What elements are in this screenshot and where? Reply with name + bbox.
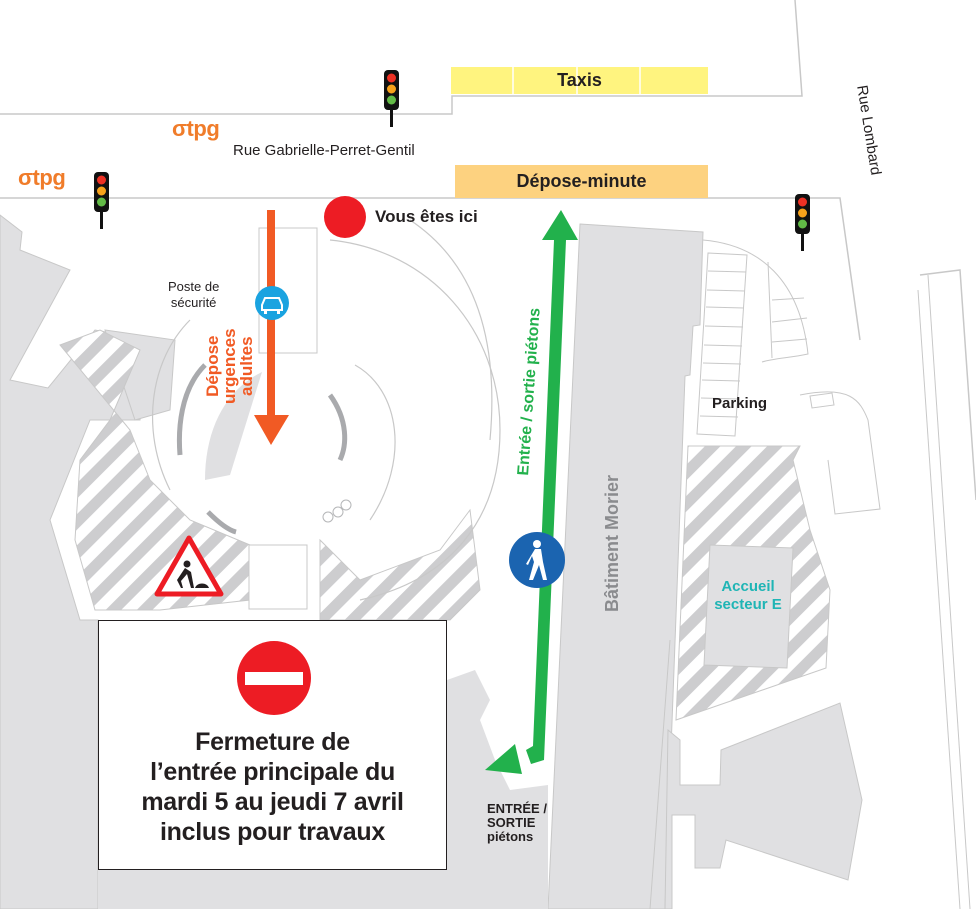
pedestrian-route-arrow	[485, 210, 578, 774]
reception-label: Accueil secteur E	[706, 578, 790, 614]
traffic-light-icon	[795, 194, 810, 251]
parking-spaces	[696, 239, 881, 515]
roadworks-warning-icon	[154, 535, 224, 597]
entrance-line1: ENTRÉE /	[487, 801, 547, 816]
batiment-morier	[547, 223, 704, 909]
closure-notice: Fermeture de l’entrée principale du mard…	[98, 620, 447, 870]
lower-right-building	[664, 702, 863, 909]
roundabout-island	[205, 372, 262, 480]
emergency-line2: urgences	[220, 328, 239, 404]
reception-line2: secteur E	[714, 596, 782, 613]
hatched-area-lower	[319, 508, 481, 621]
emergency-line1: Dépose	[203, 335, 222, 397]
traffic-light-icon	[94, 172, 109, 229]
emergency-line3: adultes	[237, 336, 256, 396]
pedestrian-entrance-label: ENTRÉE / SORTIE piétons	[487, 802, 547, 844]
tpg-stop-lower: σtpg	[18, 165, 66, 190]
security-post-label: Poste de sécurité	[168, 279, 219, 311]
no-entry-icon	[237, 641, 311, 715]
depose-minute-zone	[455, 165, 708, 198]
taxis-label: Taxis	[557, 70, 602, 90]
parking-label: Parking	[712, 395, 768, 412]
car-sign-icon	[255, 286, 289, 320]
hatched-area-left	[59, 329, 251, 611]
reception-line1: Accueil	[721, 578, 775, 595]
accueil-secteur-e-building	[703, 544, 794, 669]
you-are-here-label: Vous êtes ici	[375, 207, 478, 226]
tpg-stop-upper: σtpg	[172, 116, 220, 141]
street-name-main: Rue Gabrielle-Perret-Gentil	[233, 142, 415, 159]
closure-notice-text: Fermeture de l’entrée principale du mard…	[99, 727, 446, 847]
taxi-zone	[451, 67, 708, 94]
you-are-here-marker	[324, 196, 366, 238]
entrance-line2: SORTIE	[487, 815, 536, 830]
emergency-dropoff-label: Dépose urgences adultes	[203, 328, 256, 404]
notice-line1: Fermeture de	[195, 728, 350, 756]
security-post-line1: Poste de	[168, 279, 220, 294]
batiment-morier-label: Bâtiment Morier	[602, 474, 622, 612]
notice-line4: inclus pour travaux	[160, 818, 385, 846]
roundabout	[152, 219, 501, 601]
bollards	[322, 499, 352, 523]
entrance-line3: piétons	[487, 829, 534, 844]
notice-line3: mardi 5 au jeudi 7 avril	[141, 788, 404, 816]
traffic-light-icon	[384, 70, 399, 127]
depose-minute-label: Dépose-minute	[516, 171, 647, 191]
notice-line2: l’entrée principale du	[150, 758, 395, 786]
street-outlines	[0, 0, 976, 501]
lower-center-ground	[98, 670, 548, 909]
roundabout-curbs	[176, 363, 348, 535]
pedestrian-sign-icon	[509, 532, 565, 588]
security-post-line2: sécurité	[170, 295, 217, 310]
